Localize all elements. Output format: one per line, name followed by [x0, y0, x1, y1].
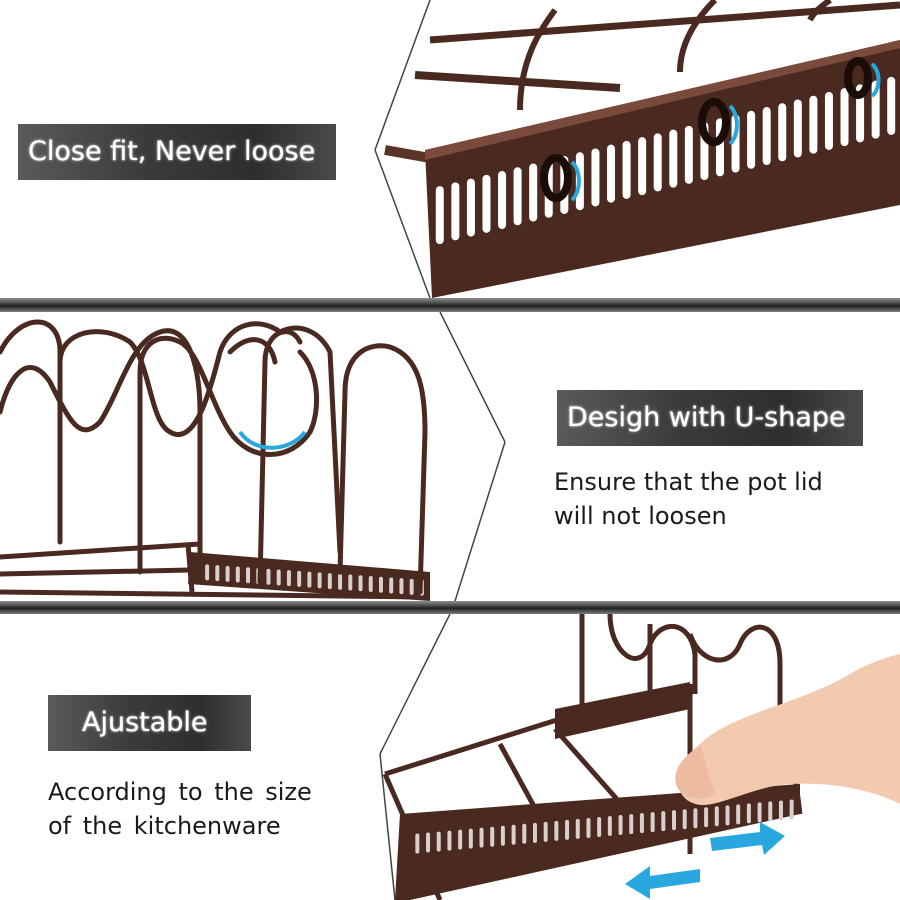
hand-image — [675, 654, 900, 805]
panel-close-fit: Close fit, Never loose — [0, 0, 900, 298]
plate-slot — [358, 575, 363, 592]
plate-slot — [399, 578, 404, 595]
plate-slot — [297, 570, 302, 587]
plate-slot — [639, 813, 644, 834]
plate-slot — [591, 148, 600, 207]
plate-slot — [235, 566, 240, 583]
plate-slot — [714, 806, 719, 827]
plate-slot — [778, 103, 787, 162]
plate-slot — [435, 186, 444, 245]
plate-slot — [529, 163, 538, 222]
plate-slot — [513, 167, 522, 226]
plate-slot — [809, 95, 818, 154]
plate-slot — [824, 91, 833, 150]
plate-slot — [653, 133, 662, 192]
close-fit-heading: Close fit, Never loose — [18, 124, 336, 180]
plate-slot — [415, 833, 420, 854]
plate-slot — [368, 576, 373, 592]
plate-slot — [500, 825, 505, 846]
plate-slot — [607, 816, 612, 837]
plate-slot — [597, 816, 602, 837]
plate-slot — [554, 820, 559, 841]
plate-slot — [389, 577, 394, 594]
plate-slot — [586, 817, 591, 838]
plate-slot — [747, 110, 756, 169]
double-arrow-icon — [625, 822, 785, 899]
plate-slot — [887, 76, 896, 135]
plate-slot — [768, 801, 773, 822]
rack-slot-closeup-image — [374, 0, 900, 298]
plate-slot — [338, 573, 343, 590]
plate-slot — [479, 827, 484, 848]
plate-slot — [436, 831, 441, 852]
plate-slot — [762, 107, 771, 166]
plate-slot — [511, 824, 516, 845]
plate-slot — [246, 567, 251, 584]
plate-slot — [672, 810, 677, 831]
plate-slot — [498, 171, 507, 230]
u-shape-wire-image — [0, 312, 506, 601]
plate-slot — [482, 174, 491, 233]
plate-slot — [778, 800, 783, 821]
rotation-arrow-icon — [570, 62, 881, 202]
u-shape-description: Ensure that the pot lid will not loosen — [554, 465, 823, 533]
plate-slot — [205, 564, 210, 581]
plate-slot — [693, 808, 698, 829]
plate-slot — [522, 823, 527, 844]
plate-slot — [468, 828, 473, 849]
plate-slot — [409, 578, 414, 595]
plate-slot — [466, 178, 475, 237]
plate-slot — [426, 832, 431, 853]
section-divider — [0, 601, 900, 614]
plate-slot — [543, 821, 548, 842]
plate-slot — [629, 814, 634, 835]
plate-slot — [378, 576, 383, 593]
adjustable-heading: Ajustable — [48, 695, 251, 751]
plate-slot — [286, 570, 291, 587]
plate-slot — [650, 812, 655, 833]
adjustable-description: According to the size of the kitchenware — [48, 775, 312, 843]
plate-slot — [789, 799, 794, 820]
plate-slot — [736, 804, 741, 825]
plate-slot — [215, 565, 220, 582]
plate-slot — [565, 819, 570, 840]
rotation-arrow-icon — [238, 430, 307, 450]
plate-slot — [575, 818, 580, 839]
plate-slot — [793, 99, 802, 158]
plate-slot — [704, 807, 709, 828]
plate-slot — [327, 573, 332, 590]
plate-slot — [317, 572, 322, 589]
description-line: According to the size — [48, 778, 312, 806]
plate-slot — [661, 811, 666, 832]
plate-slot — [458, 829, 463, 850]
plate-slot — [669, 129, 678, 188]
description-line: will not loosen — [554, 502, 727, 530]
plate-slot — [757, 802, 762, 823]
plate-slot — [451, 182, 460, 241]
plate-slot — [266, 568, 271, 585]
u-shape-heading: Desigh with U-shape — [557, 390, 863, 446]
plate-slot — [684, 125, 693, 184]
panel-u-shape: Desigh with U-shape Ensure that the pot … — [0, 312, 900, 601]
plate-slot — [532, 822, 537, 843]
plate-slot — [348, 574, 353, 591]
plate-slot — [607, 144, 616, 203]
plate-slot — [225, 565, 230, 582]
plate-slot — [638, 137, 647, 196]
plate-slot — [618, 815, 623, 836]
plate-slot — [490, 826, 495, 847]
panel-adjustable: Ajustable According to the size of the k… — [0, 614, 900, 900]
plate-slot — [307, 571, 312, 588]
adjustable-rack-image — [379, 614, 900, 900]
plate-slot — [840, 88, 849, 147]
plate-slot — [682, 809, 687, 830]
plate-slot — [447, 830, 452, 851]
plate-slot — [725, 805, 730, 826]
description-line: of the kitchenware — [48, 812, 281, 840]
plate-slot — [622, 140, 631, 199]
plate-slot — [746, 803, 751, 824]
description-line: Ensure that the pot lid — [554, 468, 823, 496]
section-divider — [0, 298, 900, 312]
plate-slot — [276, 569, 281, 586]
